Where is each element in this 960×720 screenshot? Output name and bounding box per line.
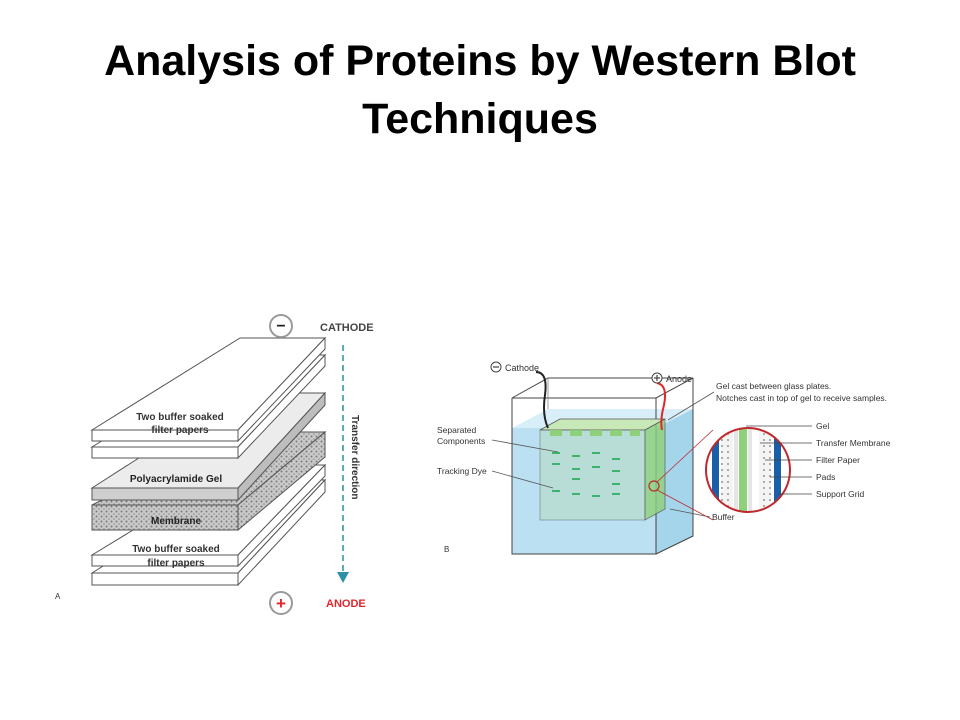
bottom-filter-label-line2: filter papers xyxy=(147,558,205,569)
legend-filter-paper: Filter Paper xyxy=(816,455,860,465)
top-filter-label-line2: filter papers xyxy=(151,425,209,436)
top-filter-papers xyxy=(90,336,327,460)
zoom-origin-circle xyxy=(648,480,660,492)
zoom-inset xyxy=(705,427,791,513)
gel-note-line1: Gel cast between glass plates. xyxy=(716,381,831,391)
panel-b: Cathode Anode Gel cast between glass pla… xyxy=(437,361,891,555)
separated-bands xyxy=(552,452,620,497)
cathode-sign: − xyxy=(269,314,293,338)
transfer-arrow-head xyxy=(337,572,349,583)
anode-wire xyxy=(656,382,667,431)
gel-note-line2: Notches cast in top of gel to receive sa… xyxy=(716,393,887,403)
legend-transfer-membrane: Transfer Membrane xyxy=(816,438,891,448)
minus-icon xyxy=(269,314,293,338)
top-filter-label-line1: Two buffer soaked xyxy=(136,412,224,423)
legend-pads: Pads xyxy=(816,472,835,482)
legend-arrows xyxy=(746,425,812,495)
panel-b-label: B xyxy=(444,545,449,554)
panel-b-cathode-label: Cathode xyxy=(505,363,539,373)
separated-label-line1: Separated xyxy=(437,425,476,435)
buffer-label: Buffer xyxy=(712,512,735,522)
membrane-label: Membrane xyxy=(151,516,201,527)
bottom-filter-label-line1: Two buffer soaked xyxy=(132,544,220,555)
slide-title: Analysis of Proteins by Western Blot Tec… xyxy=(104,37,856,143)
tracking-dye-label: Tracking Dye xyxy=(437,466,487,476)
legend-support-grid: Support Grid xyxy=(816,489,864,499)
panel-a-label: A xyxy=(55,592,61,601)
anode-label: ANODE xyxy=(326,598,366,610)
legend: Gel Transfer Membrane Filter Paper Pads … xyxy=(816,421,891,499)
gel-label: Polyacrylamide Gel xyxy=(130,474,222,485)
minus-symbol: − xyxy=(276,318,285,335)
anode-sign: + xyxy=(269,591,293,615)
panel-b-anode-label: Anode xyxy=(666,374,692,384)
plus-symbol: + xyxy=(276,594,286,613)
cathode-label: CATHODE xyxy=(320,322,374,334)
separated-label-line2: Components xyxy=(437,436,485,446)
legend-gel: Gel xyxy=(816,421,829,431)
gel-cassette xyxy=(539,418,666,521)
transfer-direction-label: Transfer direction xyxy=(349,415,360,499)
cathode-wire xyxy=(535,371,549,429)
plus-icon xyxy=(269,591,293,615)
panel-a: Two buffer soaked filter papers Polyacry… xyxy=(55,314,374,615)
